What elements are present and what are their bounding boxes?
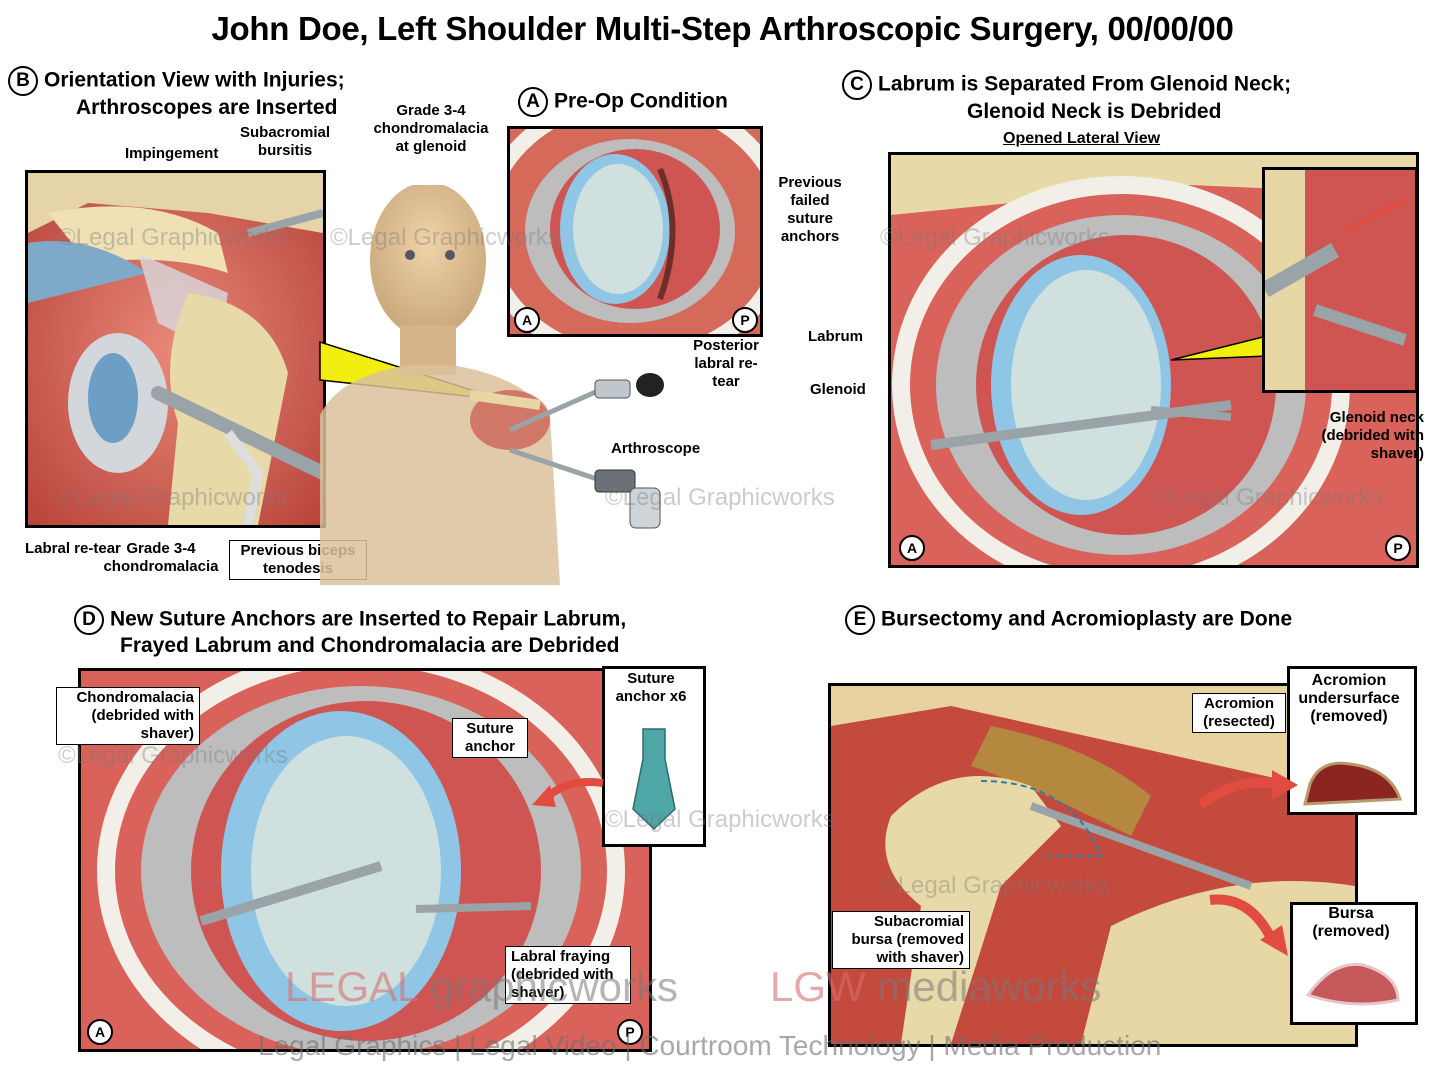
label-labrum: Labrum (808, 328, 864, 345)
watermark: ©Legal Graphicworks (880, 872, 1110, 899)
panel-a-glenoid-illustration: A P (507, 126, 763, 337)
label-previous-failed-anchors: Previous failed suture anchors (778, 174, 842, 245)
panel-d-marker: D (74, 605, 104, 635)
panel-d-anterior-marker: A (87, 1019, 113, 1045)
label-glenoid: Glenoid (810, 381, 866, 398)
brand-graphicworks: graphicworks (430, 963, 678, 1010)
shoulder-joint-graphic (28, 173, 323, 525)
panel-a-header-text: Pre-Op Condition (554, 89, 728, 113)
page-title: John Doe, Left Shoulder Multi-Step Arthr… (211, 10, 1234, 47)
watermark: ©Legal Graphicworks (880, 224, 1110, 251)
brand-legal-graphicworks: LEGAL graphicworks (285, 963, 678, 1011)
label-grade-chondromalacia: Grade 3-4 chondromalacia (103, 540, 219, 575)
label-posterior-labral-retear: Posterior labral re-tear (693, 337, 759, 390)
panel-e-bursa-inset (1290, 902, 1418, 1025)
label-labral-retear: Labral re-tear (25, 540, 121, 557)
brand-lgw: LGW (770, 963, 866, 1010)
label-labral-fraying: Labral fraying (debrided with shaver) (505, 946, 631, 1004)
watermark: ©Legal Graphicworks (1153, 484, 1383, 511)
label-suture-anchor: Suture anchor (452, 718, 528, 758)
panel-d-header-line2: Frayed Labrum and Chondromalacia are Deb… (120, 634, 620, 657)
panel-b-header-line1: Orientation View with Injuries; (44, 68, 345, 92)
label-acromion-undersurface: Acromion undersurface (removed) (1298, 672, 1400, 725)
panel-c-header-line2: Glenoid Neck is Debrided (967, 100, 1222, 123)
panel-d-glenoid-illustration: A P (78, 668, 652, 1052)
brand-legal: LEGAL (285, 963, 419, 1010)
panel-c-anterior-marker: A (899, 535, 925, 561)
panel-a-marker: A (518, 87, 548, 117)
arthroscope-instruments (508, 373, 664, 529)
watermark: ©Legal Graphicworks (58, 484, 288, 511)
panel-b-header-line2: Arthroscopes are Inserted (76, 96, 338, 119)
arrows-removed-tissue (1200, 770, 1298, 956)
label-glenoid-neck: Glenoid neck (debrided with shaver) (1321, 409, 1425, 462)
panel-c-inset (1262, 167, 1418, 393)
panel-a-posterior-marker: P (732, 307, 758, 333)
brand-tagline: Legal Graphics | Legal Video | Courtroom… (258, 1030, 1162, 1061)
label-chondromalacia-debrided: Chondromalacia (debrided with shaver) (56, 687, 200, 745)
watermark: ©Legal Graphicworks (330, 224, 560, 251)
label-impingement: Impingement (125, 145, 219, 162)
panel-b-marker: B (8, 66, 38, 96)
watermark: ©Legal Graphicworks (605, 806, 835, 833)
panel-b-shoulder-illustration (25, 170, 326, 528)
panel-c-marker: C (842, 70, 872, 100)
panel-c-header-line1: Labrum is Separated From Glenoid Neck; (878, 72, 1292, 96)
label-grade-chondromalacia-glenoid: Grade 3-4 chondromalacia at glenoid (373, 102, 489, 155)
panel-a-anterior-marker: A (514, 307, 540, 333)
label-arthroscope: Arthroscope (611, 440, 701, 457)
watermark: ©Legal Graphicworks (58, 742, 288, 769)
label-subacromial-bursitis: Subacromial bursitis (239, 124, 331, 159)
brand-mediaworks: mediaworks (877, 963, 1102, 1010)
arrow-anchor-insert (532, 778, 604, 807)
label-suture-anchor-x6: Suture anchor x6 (615, 670, 687, 705)
panel-e-acromion-illustration (828, 683, 1358, 1047)
panel-c-subheader: Opened Lateral View (1003, 130, 1161, 147)
label-bursa-removed: Bursa (removed) (1312, 905, 1390, 940)
panel-d-posterior-marker: P (617, 1019, 643, 1045)
label-acromion-resected: Acromion (resected) (1192, 693, 1286, 733)
panel-e-acromion-inset (1287, 666, 1417, 815)
panel-c-posterior-marker: P (1385, 535, 1411, 561)
watermark: ©Legal Graphicworks (58, 224, 288, 251)
panel-e-header-text: Bursectomy and Acromioplasty are Done (881, 607, 1293, 631)
panel-d-suture-anchor-inset (602, 666, 706, 847)
label-subacromial-bursa-removed: Subacromial bursa (removed with shaver) (832, 911, 970, 969)
panel-e-marker: E (845, 605, 875, 635)
watermark: ©Legal Graphicworks (605, 484, 835, 511)
brand-lgw-mediaworks: LGW mediaworks (770, 963, 1101, 1011)
patient-figure (320, 185, 560, 585)
panel-d-header-line1: New Suture Anchors are Inserted to Repai… (110, 607, 627, 631)
